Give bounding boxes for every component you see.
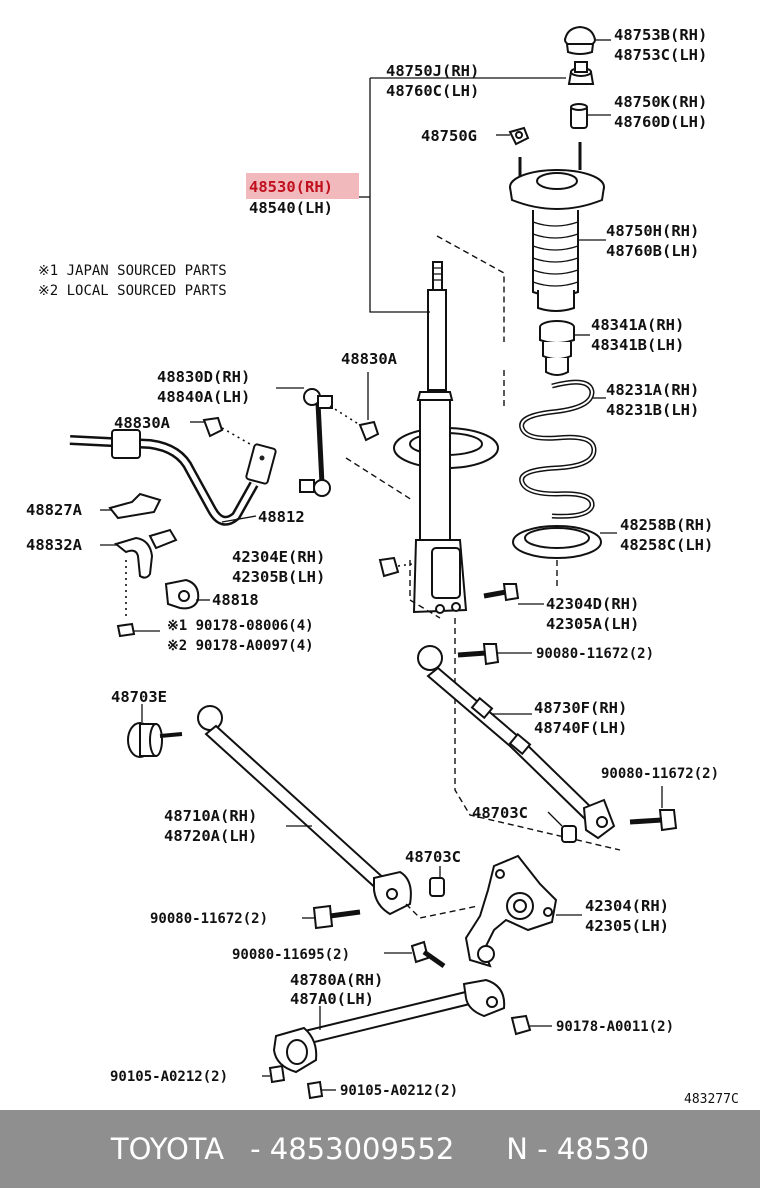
label-42305: 42305(LH) bbox=[585, 917, 669, 935]
nut-90178-a0011 bbox=[510, 1014, 532, 1036]
bolt-90080-11672-a bbox=[457, 643, 500, 666]
dust-cap-48753 bbox=[564, 25, 596, 55]
label-48703c-a: 48703C bbox=[472, 804, 528, 822]
lateral-arm-48710a bbox=[197, 705, 412, 916]
label-48703e: 48703E bbox=[111, 688, 167, 706]
stabilizer-bar-48812 bbox=[69, 429, 277, 526]
label-90105-a0212-a: 90105-A0212(2) bbox=[110, 1069, 228, 1085]
nut-48830a-top bbox=[358, 420, 380, 442]
label-48830a-left: 48830A bbox=[114, 414, 171, 432]
label-48341a: 48341A(RH) bbox=[591, 316, 684, 334]
label-48760d: 48760D(LH) bbox=[614, 113, 707, 131]
label-48750k: 48750K(RH) bbox=[614, 93, 707, 111]
bolt-42304d bbox=[483, 583, 520, 602]
label-48812: 48812 bbox=[258, 508, 305, 526]
bracket-48832a bbox=[113, 528, 178, 579]
label-48540: 48540(LH) bbox=[249, 199, 333, 217]
label-48258c: 48258C(LH) bbox=[620, 536, 713, 554]
exploded-parts-diagram: 48753B(RH) 48753C(LH) 48750J(RH) 48760C(… bbox=[26, 25, 739, 1107]
bolt-90080-11695 bbox=[410, 940, 446, 969]
collar-48750k bbox=[570, 103, 588, 129]
spring-seat-48258b bbox=[512, 525, 602, 559]
label-48832a: 48832A bbox=[26, 536, 83, 554]
label-90080-11695: 90080-11695(2) bbox=[232, 947, 350, 963]
label-90178-a0011: 90178-A0011(2) bbox=[556, 1019, 674, 1035]
label-48750h: 48750H(RH) bbox=[606, 222, 699, 240]
note-japan-sourced: ※1 JAPAN SOURCED PARTS bbox=[38, 263, 227, 279]
nut-42304e bbox=[378, 556, 400, 578]
label-42304e: 42304E(RH) bbox=[232, 548, 325, 566]
nut-90178-08006 bbox=[116, 622, 136, 638]
label-48750j: 48750J(RH) bbox=[386, 62, 479, 80]
label-90105-a0212-b: 90105-A0212(2) bbox=[340, 1083, 458, 1099]
label-487a0: 487A0(LH) bbox=[290, 990, 374, 1008]
label-48231a: 48231A(RH) bbox=[606, 381, 699, 399]
label-90080-11672-c: 90080-11672(2) bbox=[150, 911, 268, 927]
reference-number: N - 48530 bbox=[506, 1132, 650, 1166]
bushing-48818 bbox=[164, 578, 200, 610]
label-48750g: 48750G bbox=[421, 127, 477, 145]
brand-name: TOYOTA bbox=[110, 1132, 225, 1166]
label-90178-a0097: ※2 90178-A0097(4) bbox=[167, 638, 314, 654]
label-42305b: 42305B(LH) bbox=[232, 568, 325, 586]
label-48830d: 48830D(RH) bbox=[157, 368, 250, 386]
bushing-48703c-a bbox=[561, 825, 577, 843]
label-48760c: 48760C(LH) bbox=[386, 82, 479, 100]
label-48818: 48818 bbox=[212, 591, 259, 609]
label-90178-08006: ※1 90178-08006(4) bbox=[167, 618, 314, 634]
label-48760b: 48760B(LH) bbox=[606, 242, 699, 260]
label-48703c-b: 48703C bbox=[405, 848, 461, 866]
nut-48830a-left bbox=[202, 416, 224, 438]
highlight-48530 bbox=[246, 173, 359, 199]
label-48840a: 48840A(LH) bbox=[157, 388, 250, 406]
knuckle-42304 bbox=[464, 854, 558, 968]
label-42305a: 42305A(LH) bbox=[546, 615, 639, 633]
label-48530[interactable]: 48530(RH) bbox=[249, 178, 333, 196]
bump-stopper-48341a bbox=[539, 320, 575, 376]
part-info-bar: TOYOTA - 4853009552 N - 48530 bbox=[0, 1110, 760, 1188]
label-48231b: 48231B(LH) bbox=[606, 401, 699, 419]
bushing-48703e bbox=[127, 722, 183, 758]
label-48827a: 48827A bbox=[26, 501, 83, 519]
bolt-90080-11672-c bbox=[312, 904, 361, 930]
label-42304d: 42304D(RH) bbox=[546, 595, 639, 613]
label-42304: 42304(RH) bbox=[585, 897, 669, 915]
bolt-90105-a0212-a bbox=[268, 1064, 286, 1084]
part-number: - 4853009552 bbox=[250, 1132, 455, 1166]
nut-48750g bbox=[508, 126, 530, 146]
note-local-sourced: ※2 LOCAL SOURCED PARTS bbox=[38, 283, 227, 299]
label-90080-11672-b: 90080-11672(2) bbox=[601, 766, 719, 782]
label-48258b: 48258B(RH) bbox=[620, 516, 713, 534]
stabilizer-link-48830d bbox=[299, 388, 333, 497]
bushing-48703c-b bbox=[429, 877, 445, 897]
nut-48750j bbox=[567, 61, 595, 85]
diagram-reference: 483277C bbox=[684, 1092, 739, 1107]
label-48341b: 48341B(LH) bbox=[591, 336, 684, 354]
label-90080-11672-a: 90080-11672(2) bbox=[536, 646, 654, 662]
coil-spring-48231 bbox=[519, 379, 597, 519]
label-48740f: 48740F(LH) bbox=[534, 719, 627, 737]
control-arm-48730f bbox=[417, 645, 616, 840]
label-48780a: 48780A(RH) bbox=[290, 971, 383, 989]
label-48753b: 48753B(RH) bbox=[614, 26, 707, 44]
label-48753c: 48753C(LH) bbox=[614, 46, 707, 64]
bolt-90105-a0212-b bbox=[306, 1080, 324, 1100]
bracket-48827a bbox=[108, 492, 162, 520]
label-48710a: 48710A(RH) bbox=[164, 807, 257, 825]
bolt-90080-11672-b bbox=[629, 809, 678, 832]
trailing-arm-48780a bbox=[272, 978, 506, 1074]
label-48730f: 48730F(RH) bbox=[534, 699, 627, 717]
label-48830a-top: 48830A bbox=[341, 350, 398, 368]
shock-absorber-48530[interactable] bbox=[393, 261, 499, 614]
upper-support-48750h bbox=[509, 142, 605, 312]
label-48720a: 48720A(LH) bbox=[164, 827, 257, 845]
